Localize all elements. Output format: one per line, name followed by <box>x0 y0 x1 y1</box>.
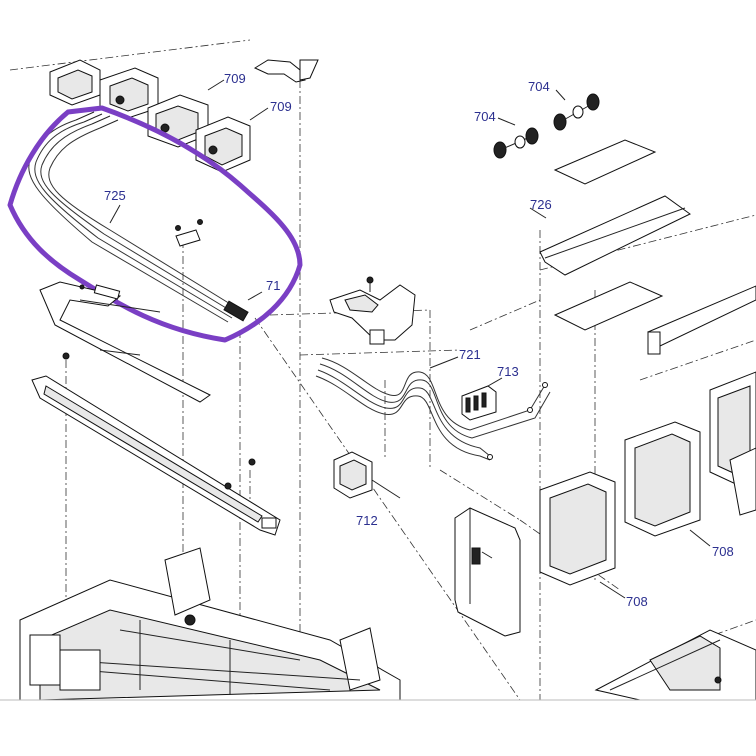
label-712: 712 <box>356 513 378 528</box>
center-bracket <box>329 276 416 345</box>
label-709-lower: 709 <box>270 99 292 114</box>
ink-tube-721 <box>315 356 551 461</box>
cartridge-units-708 <box>539 371 756 599</box>
top-bracket <box>253 59 319 83</box>
carriage-rail <box>31 352 281 536</box>
printer-main-body <box>19 547 401 701</box>
label-704-upper: 704 <box>528 79 550 94</box>
label-726: 726 <box>530 197 552 212</box>
label-708-lower: 708 <box>626 594 648 609</box>
connector-713 <box>461 377 503 421</box>
highlight-outline <box>7 105 303 343</box>
label-71-partial: 71 <box>266 278 281 293</box>
label-721: 721 <box>459 347 481 362</box>
rollers-704 <box>493 89 600 159</box>
cartridge-cover <box>454 507 521 637</box>
flat-cable-plate <box>39 281 211 403</box>
label-725: 725 <box>104 188 126 203</box>
connector-712 <box>333 451 401 499</box>
label-709-upper: 709 <box>224 71 246 86</box>
guide-rod <box>647 285 756 355</box>
label-704-lower: 704 <box>474 109 496 124</box>
label-713: 713 <box>497 364 519 379</box>
bottom-tray <box>594 629 756 701</box>
label-708-right: 708 <box>712 544 734 559</box>
paper-guide-726 <box>529 139 691 331</box>
